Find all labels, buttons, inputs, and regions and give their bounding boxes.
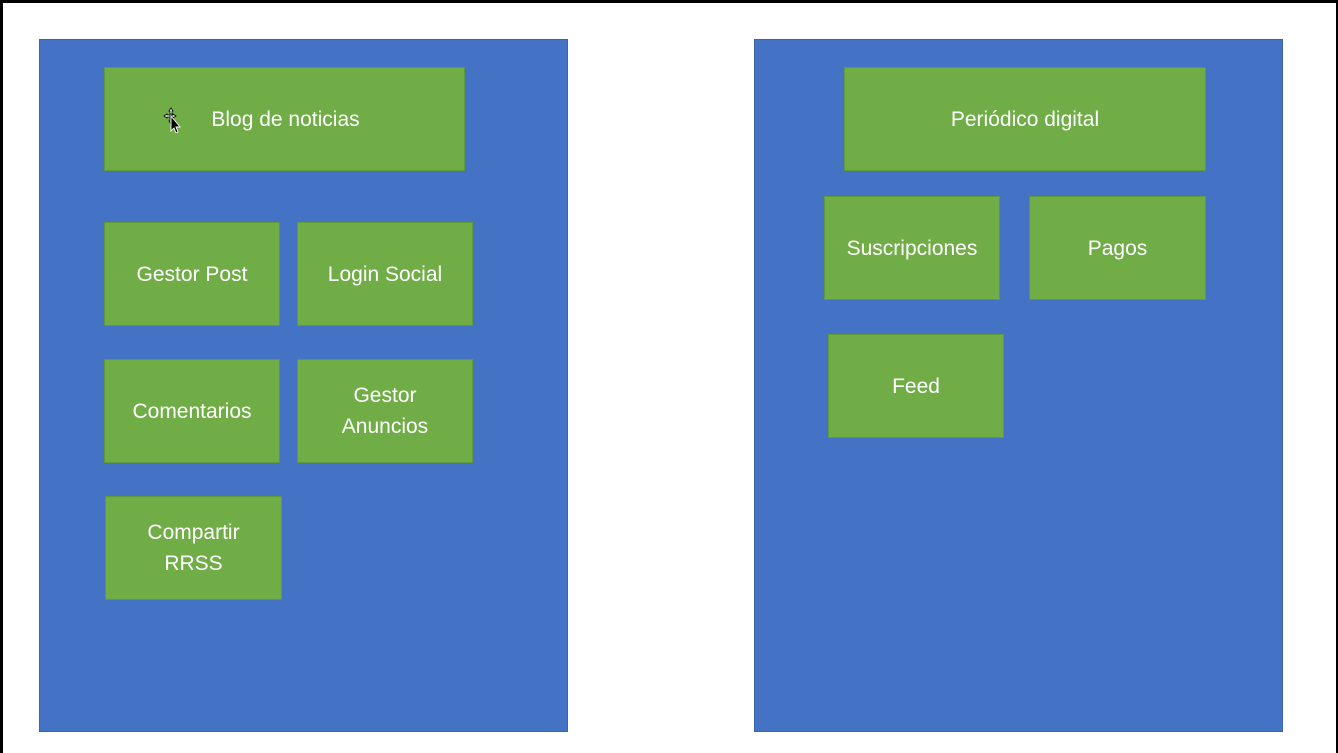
periodico-title-box[interactable]: Periódico digital — [844, 67, 1206, 171]
module-gestor-anuncios[interactable]: Gestor Anuncios — [297, 359, 473, 463]
module-feed[interactable]: Feed — [828, 334, 1004, 438]
move-cursor-icon — [163, 107, 181, 133]
module-label-line2: Anuncios — [341, 415, 429, 438]
module-label: Gestor Post — [136, 262, 248, 286]
module-label-line1: Gestor — [353, 384, 417, 407]
module-label-line2: RRSS — [164, 552, 223, 575]
module-label: Comentarios — [132, 399, 252, 423]
module-pagos[interactable]: Pagos — [1029, 196, 1206, 300]
module-label: Feed — [892, 374, 940, 398]
module-login-social[interactable]: Login Social — [297, 222, 473, 326]
module-compartir-rrss[interactable]: Compartir RRSS — [105, 496, 282, 600]
blog-title-box[interactable]: Blog de noticias — [104, 67, 465, 171]
periodico-title-label: Periódico digital — [950, 107, 1100, 131]
module-suscripciones[interactable]: Suscripciones — [824, 196, 1000, 300]
blog-title-label: Blog de noticias — [211, 107, 360, 131]
module-label-line1: Compartir — [147, 521, 240, 544]
module-label: Pagos — [1087, 236, 1148, 260]
module-label: Suscripciones — [846, 236, 978, 260]
module-label: Login Social — [327, 262, 443, 286]
module-gestor-post[interactable]: Gestor Post — [104, 222, 280, 326]
module-comentarios[interactable]: Comentarios — [104, 359, 280, 463]
